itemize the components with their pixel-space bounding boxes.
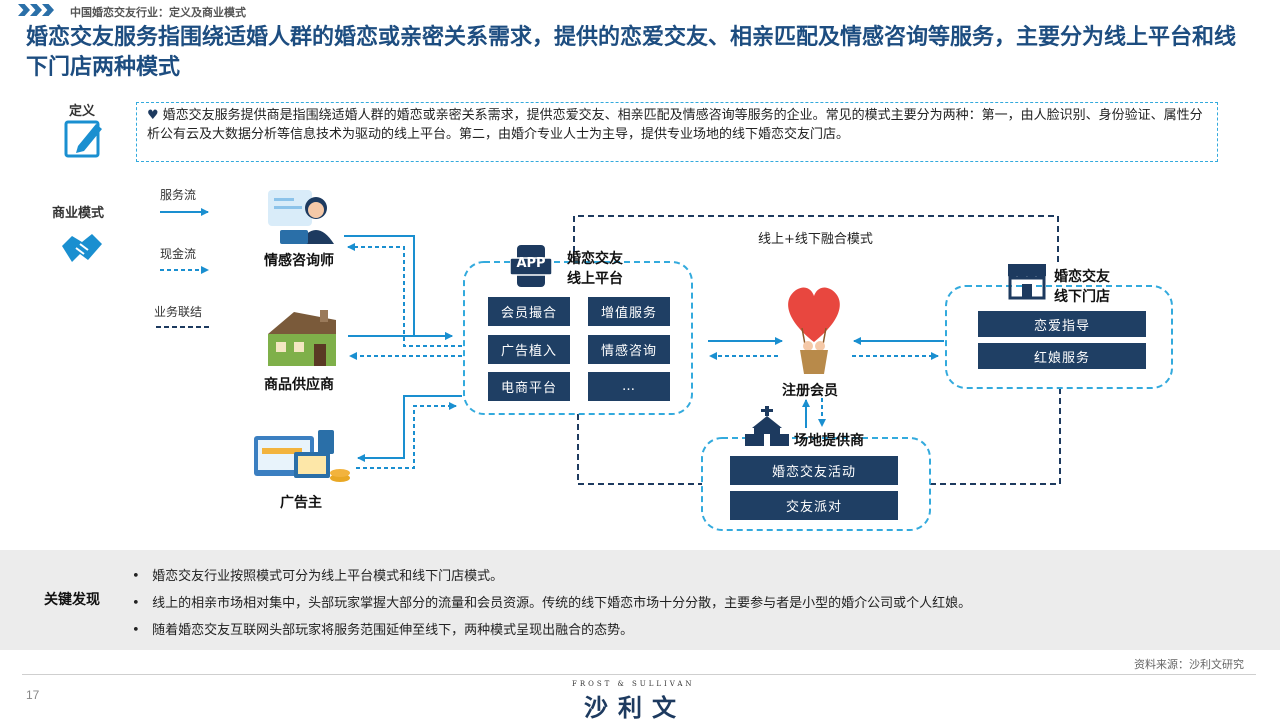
consultant-label: 情感咨询师: [264, 253, 334, 269]
definition-text: 婚恋交友服务提供商是指围绕适婚人群的婚恋或亲密关系需求，提供恋爱交友、相亲匹配及…: [147, 108, 1203, 142]
online-platform-title-line2: 线上平台: [567, 271, 623, 287]
online-platform-title-line1: 婚恋交友: [567, 251, 623, 267]
service-emotional-consulting: 情感咨询: [588, 335, 670, 364]
consultant-icon: [268, 190, 334, 244]
business-model-label: 商业模式: [52, 206, 105, 221]
definition-label: 定义: [69, 104, 96, 119]
source-note: 资料来源：沙利文研究: [1134, 658, 1244, 671]
finding-item: • 随着婚恋交友互联网头部玩家将服务范围延伸至线下，两种模式呈现出融合的态势。: [132, 623, 634, 638]
church-venue-icon: [745, 406, 789, 446]
heart-balloon-icon: [788, 287, 840, 374]
finding-item: • 线上的相亲市场相对集中，头部玩家掌握大部分的流量和会员资源。传统的线下婚恋市…: [132, 596, 972, 611]
service-love-guidance: 恋爱指导: [978, 311, 1146, 337]
section-label: 中国婚恋交友行业：定义及商业模式: [70, 6, 246, 19]
finding-item: • 婚恋交友行业按照模式可分为线上平台模式和线下门店模式。: [132, 569, 504, 584]
brand-logo-en: FROST & SULLIVAN: [572, 680, 695, 688]
offline-store-title-line1: 婚恋交友: [1054, 269, 1110, 285]
app-icon-text: APP: [516, 256, 546, 271]
storefront-icon: [1008, 264, 1046, 300]
app-phone-icon: [510, 245, 552, 287]
service-more: …: [588, 372, 670, 401]
registered-member-label: 注册会员: [782, 383, 838, 399]
chevron-icon: [42, 4, 54, 16]
service-dating-events: 婚恋交友活动: [730, 456, 898, 485]
fusion-mode-label: 线上+线下融合模式: [758, 232, 873, 247]
key-findings-panel: [0, 550, 1280, 650]
service-ecommerce: 电商平台: [488, 372, 570, 401]
service-member-matching: 会员撮合: [488, 297, 570, 326]
footer-divider: [22, 674, 1256, 675]
pen-edit-icon: [64, 120, 102, 158]
flow-lines: [156, 208, 1173, 531]
chevron-icon: [18, 4, 30, 16]
supplier-house-icon: [268, 310, 336, 366]
chevron-icon: [30, 4, 42, 16]
advertiser-label: 广告主: [280, 495, 322, 511]
legend-cash-flow: 现金流: [160, 247, 197, 261]
legend-business-link: 业务联结: [154, 305, 203, 319]
definition-box: ♥婚恋交友服务提供商是指围绕适婚人群的婚恋或亲密关系需求，提供恋爱交友、相亲匹配…: [136, 102, 1218, 162]
legend-service-flow: 服务流: [160, 188, 197, 202]
brand-logo-cn: 沙利文: [584, 693, 686, 720]
heart-bullet-icon: ♥: [147, 108, 159, 123]
advertiser-screens-icon: [254, 430, 350, 482]
service-ad-placement: 广告植入: [488, 335, 570, 364]
key-findings-title: 关键发现: [44, 592, 100, 608]
service-matchmaker: 红娘服务: [978, 343, 1146, 369]
service-dating-party: 交友派对: [730, 491, 898, 520]
page-number: 17: [26, 688, 40, 702]
venue-provider-title: 场地提供商: [794, 433, 864, 449]
supplier-label: 商品供应商: [264, 377, 334, 393]
handshake-icon: [62, 234, 102, 262]
page-title: 婚恋交友服务指围绕适婚人群的婚恋或亲密关系需求，提供的恋爱交友、相亲匹配及情感咨…: [26, 24, 1237, 80]
service-value-added: 增值服务: [588, 297, 670, 326]
offline-store-title-line2: 线下门店: [1054, 289, 1110, 305]
